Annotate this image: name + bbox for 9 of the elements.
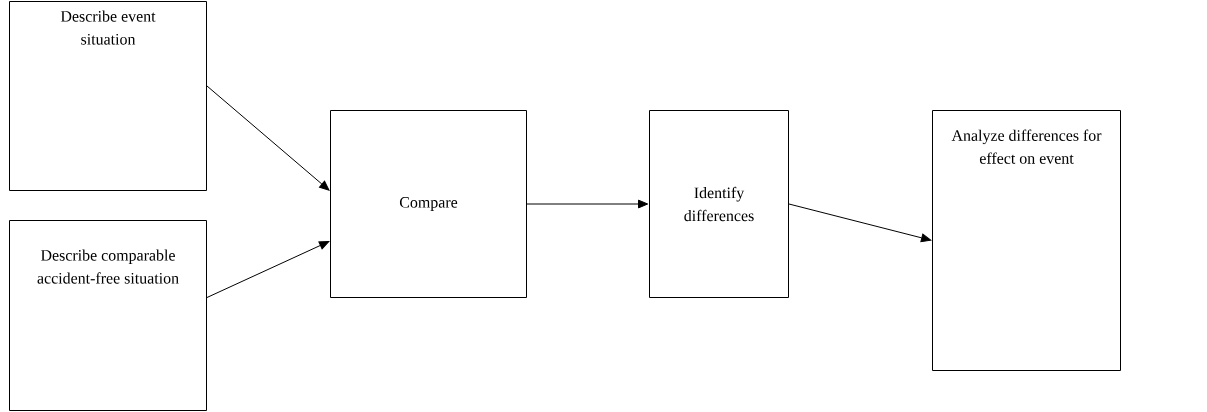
arrow xyxy=(206,241,330,298)
arrow xyxy=(206,85,330,191)
arrow xyxy=(788,203,932,243)
process-box: Analyze differences for effect on event xyxy=(932,110,1121,371)
process-box: Describe comparable accident-free situation xyxy=(9,220,207,411)
process-box: Identify differences xyxy=(649,110,789,298)
process-box: Describe event situation xyxy=(9,1,207,191)
process-box: Compare xyxy=(330,110,527,298)
arrow xyxy=(526,199,649,209)
